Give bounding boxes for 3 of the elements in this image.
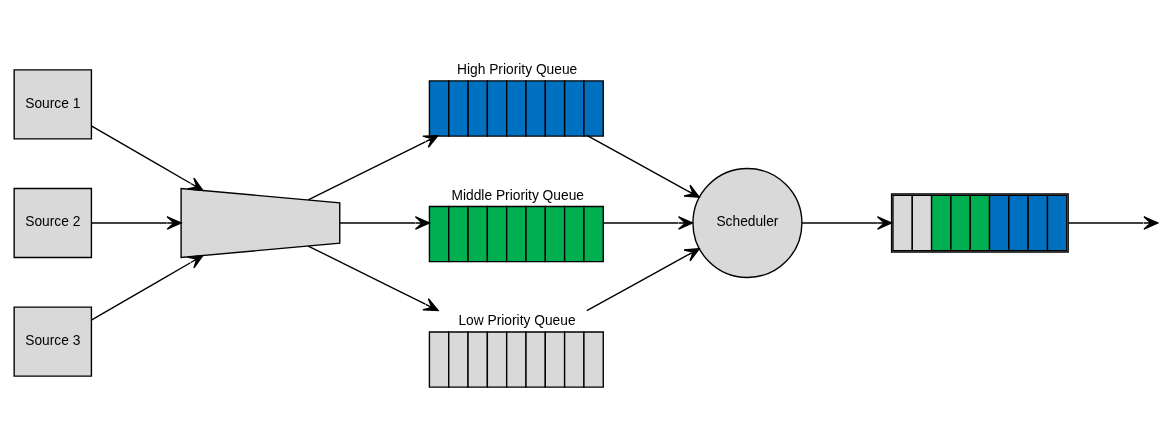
node-label: Low Priority Queue — [458, 312, 576, 328]
node-label: High Priority Queue — [457, 61, 578, 77]
node-label: Middle Priority Queue — [451, 187, 585, 203]
